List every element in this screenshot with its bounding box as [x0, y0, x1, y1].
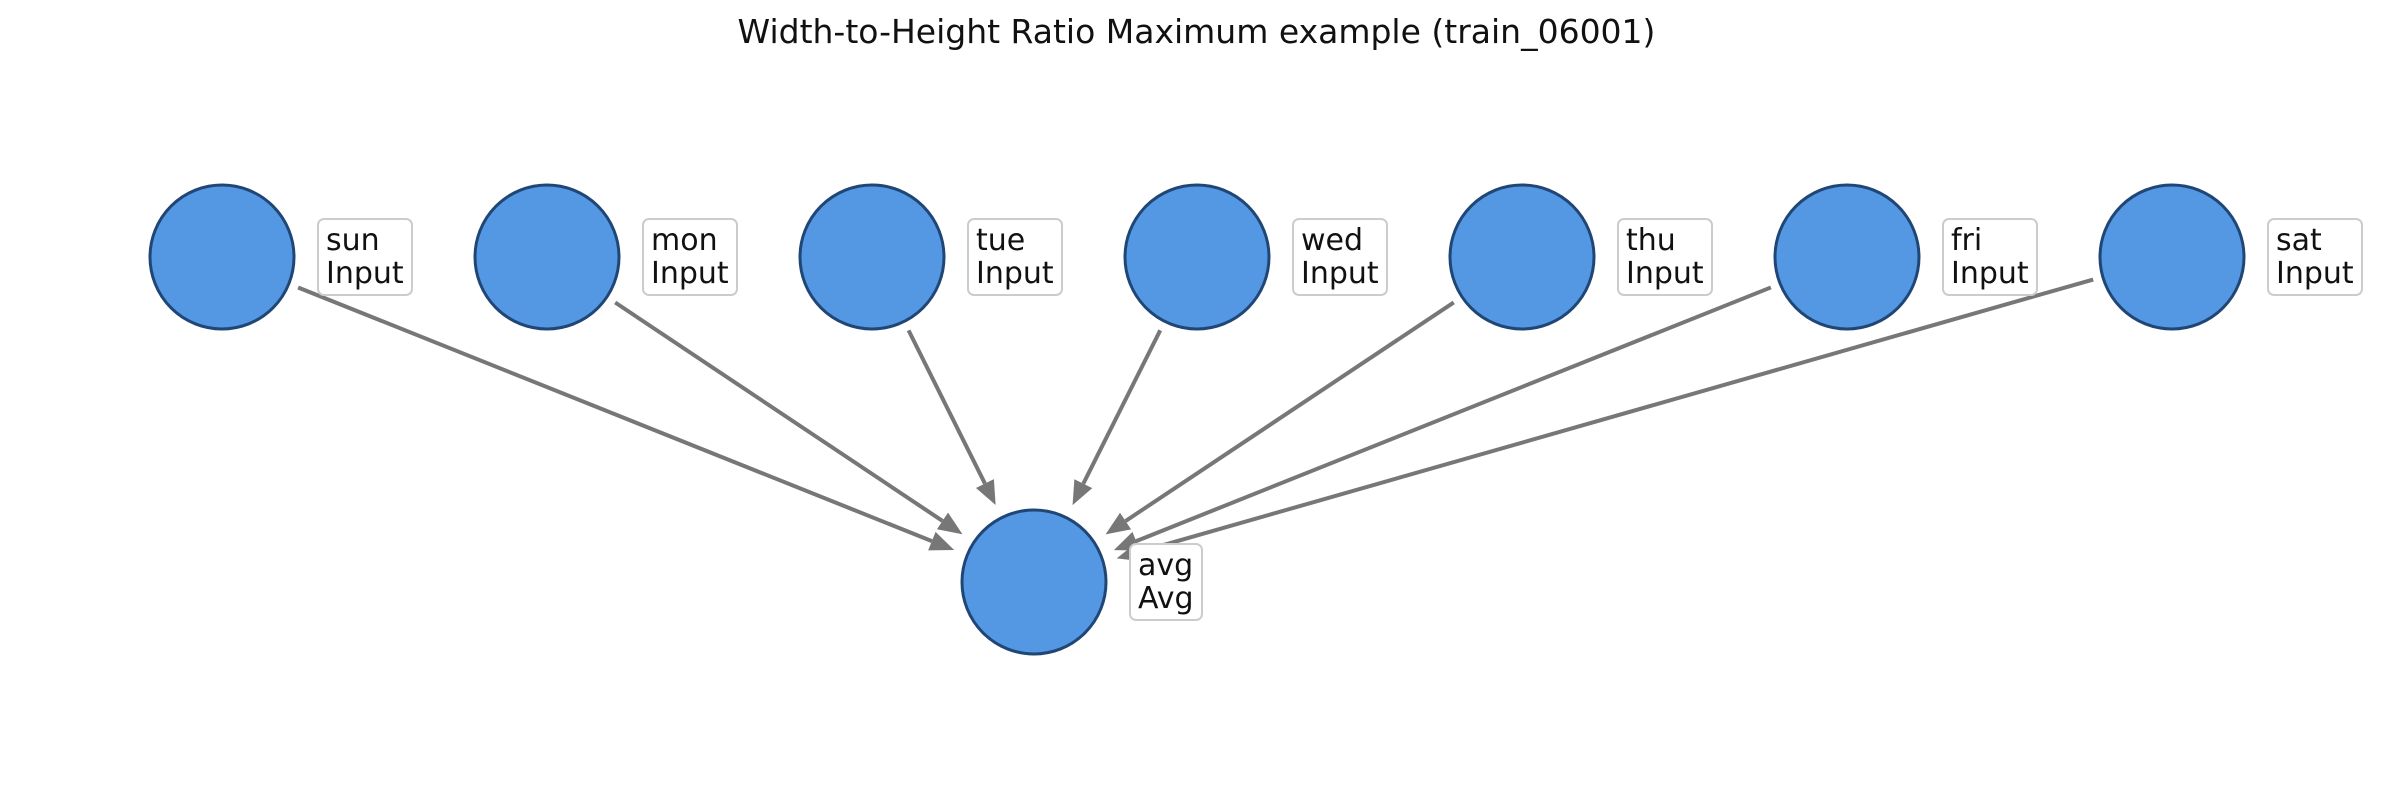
- node-name-text: thu: [1626, 223, 1676, 258]
- label-box: [967, 218, 1063, 296]
- label-box: [1129, 543, 1203, 621]
- node-name-text: sun: [326, 223, 380, 258]
- node-name-text: wed: [1301, 223, 1363, 258]
- label-box: [1942, 218, 2038, 296]
- label-box: [1292, 218, 1388, 296]
- node-type-text: Input: [1951, 256, 2029, 291]
- node-type-text: Input: [1301, 256, 1379, 291]
- arrowhead-icon: [1072, 479, 1093, 506]
- label-box: [642, 218, 738, 296]
- node-name-text: sat: [2276, 223, 2322, 258]
- node-sat[interactable]: [2098, 183, 2246, 331]
- arrowhead-icon: [928, 531, 955, 551]
- edge-mon-to-avg: [614, 300, 963, 535]
- node-wed[interactable]: [1123, 183, 1271, 331]
- label-box: [2267, 218, 2363, 296]
- diagram-title: Width-to-Height Ratio Maximum example (t…: [737, 12, 1656, 51]
- edges-layer: [297, 277, 2094, 562]
- node-type-text: Input: [976, 256, 1054, 291]
- node-type-text: Avg: [1138, 581, 1194, 616]
- node-type-text: Input: [651, 256, 729, 291]
- node-mon[interactable]: [473, 183, 621, 331]
- edge-sun-to-avg: [297, 285, 955, 551]
- arrowhead-icon: [1105, 512, 1132, 535]
- node-type-text: Input: [2276, 256, 2354, 291]
- node-name-text: fri: [1951, 223, 1982, 258]
- labels-layer: sunInputmonInputtueInputwedInputthuInput…: [317, 218, 2363, 621]
- node-name-text: avg: [1138, 548, 1193, 583]
- label-box: [1617, 218, 1713, 296]
- node-name-text: tue: [976, 223, 1025, 258]
- node-tue[interactable]: [798, 183, 946, 331]
- node-fri[interactable]: [1773, 183, 1921, 331]
- node-name-text: mon: [651, 223, 718, 258]
- node-avg[interactable]: [960, 508, 1108, 656]
- edge-wed-to-avg: [1072, 329, 1163, 506]
- edge-thu-to-avg: [1105, 300, 1455, 535]
- label-box: [317, 218, 413, 296]
- arrowhead-icon: [936, 512, 963, 535]
- edge-sat-to-avg: [1116, 277, 2094, 562]
- node-thu[interactable]: [1448, 183, 1596, 331]
- arrowhead-icon: [975, 479, 996, 506]
- edge-tue-to-avg: [906, 329, 996, 506]
- node-sun[interactable]: [148, 183, 296, 331]
- node-type-text: Input: [1626, 256, 1704, 291]
- nodes-layer: [148, 183, 2246, 656]
- node-type-text: Input: [326, 256, 404, 291]
